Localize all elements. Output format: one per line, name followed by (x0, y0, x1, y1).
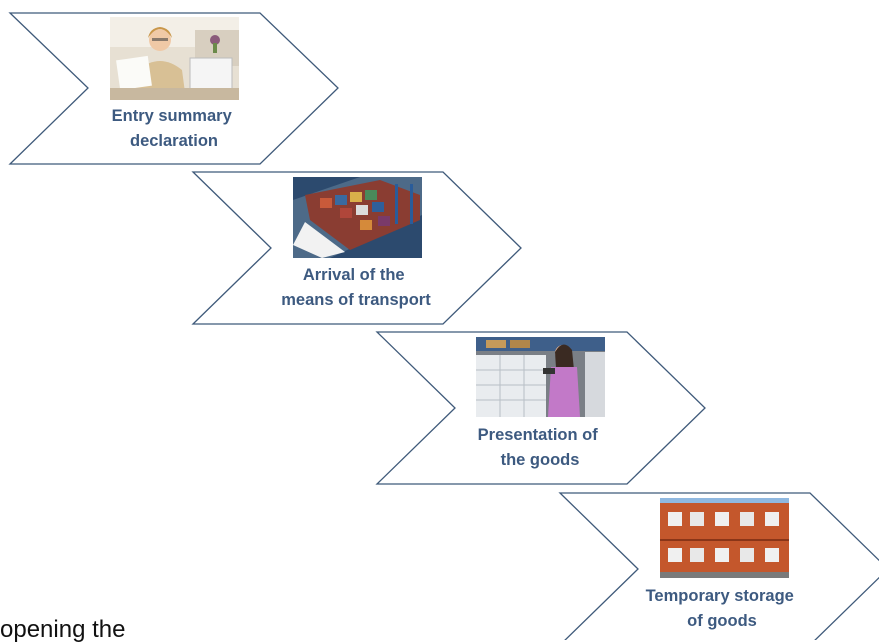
process-step-2: Arrival of the means of transport (191, 171, 522, 325)
step-1-label-line-2: declaration (130, 132, 218, 150)
process-step-4: Temporary storage of goods (558, 492, 879, 640)
container-ship-photo (293, 177, 422, 258)
warehouse-scanning-photo (476, 337, 605, 417)
step-4-label-line-2: of goods (687, 612, 757, 630)
svg-text:Arrival of the means of: Arrival of the means of transport (281, 266, 431, 309)
svg-text:Presentation of the good: Presentation of the goods (478, 426, 603, 469)
woman-at-desk-photo (110, 17, 239, 100)
process-step-3: Presentation of the goods (375, 331, 706, 485)
step-3-label-line-2: the goods (501, 451, 580, 469)
step-2-label-line-1: Arrival of the (303, 266, 405, 284)
step-2-label-line-2: means of transport (281, 291, 431, 309)
svg-text:Temporary storage of goo: Temporary storage of goods (646, 587, 799, 630)
step-3-label-line-1: Presentation of (478, 426, 599, 444)
step-4-label-line-1: Temporary storage (646, 587, 794, 605)
container-storage-building-photo (660, 498, 789, 578)
process-step-1: Entry summary declaration (8, 12, 339, 165)
trailing-body-text: opening the (0, 616, 126, 643)
step-1-label-line-1: Entry summary (112, 107, 233, 125)
svg-text:Entry summary declaratio: Entry summary declaration (112, 107, 237, 150)
